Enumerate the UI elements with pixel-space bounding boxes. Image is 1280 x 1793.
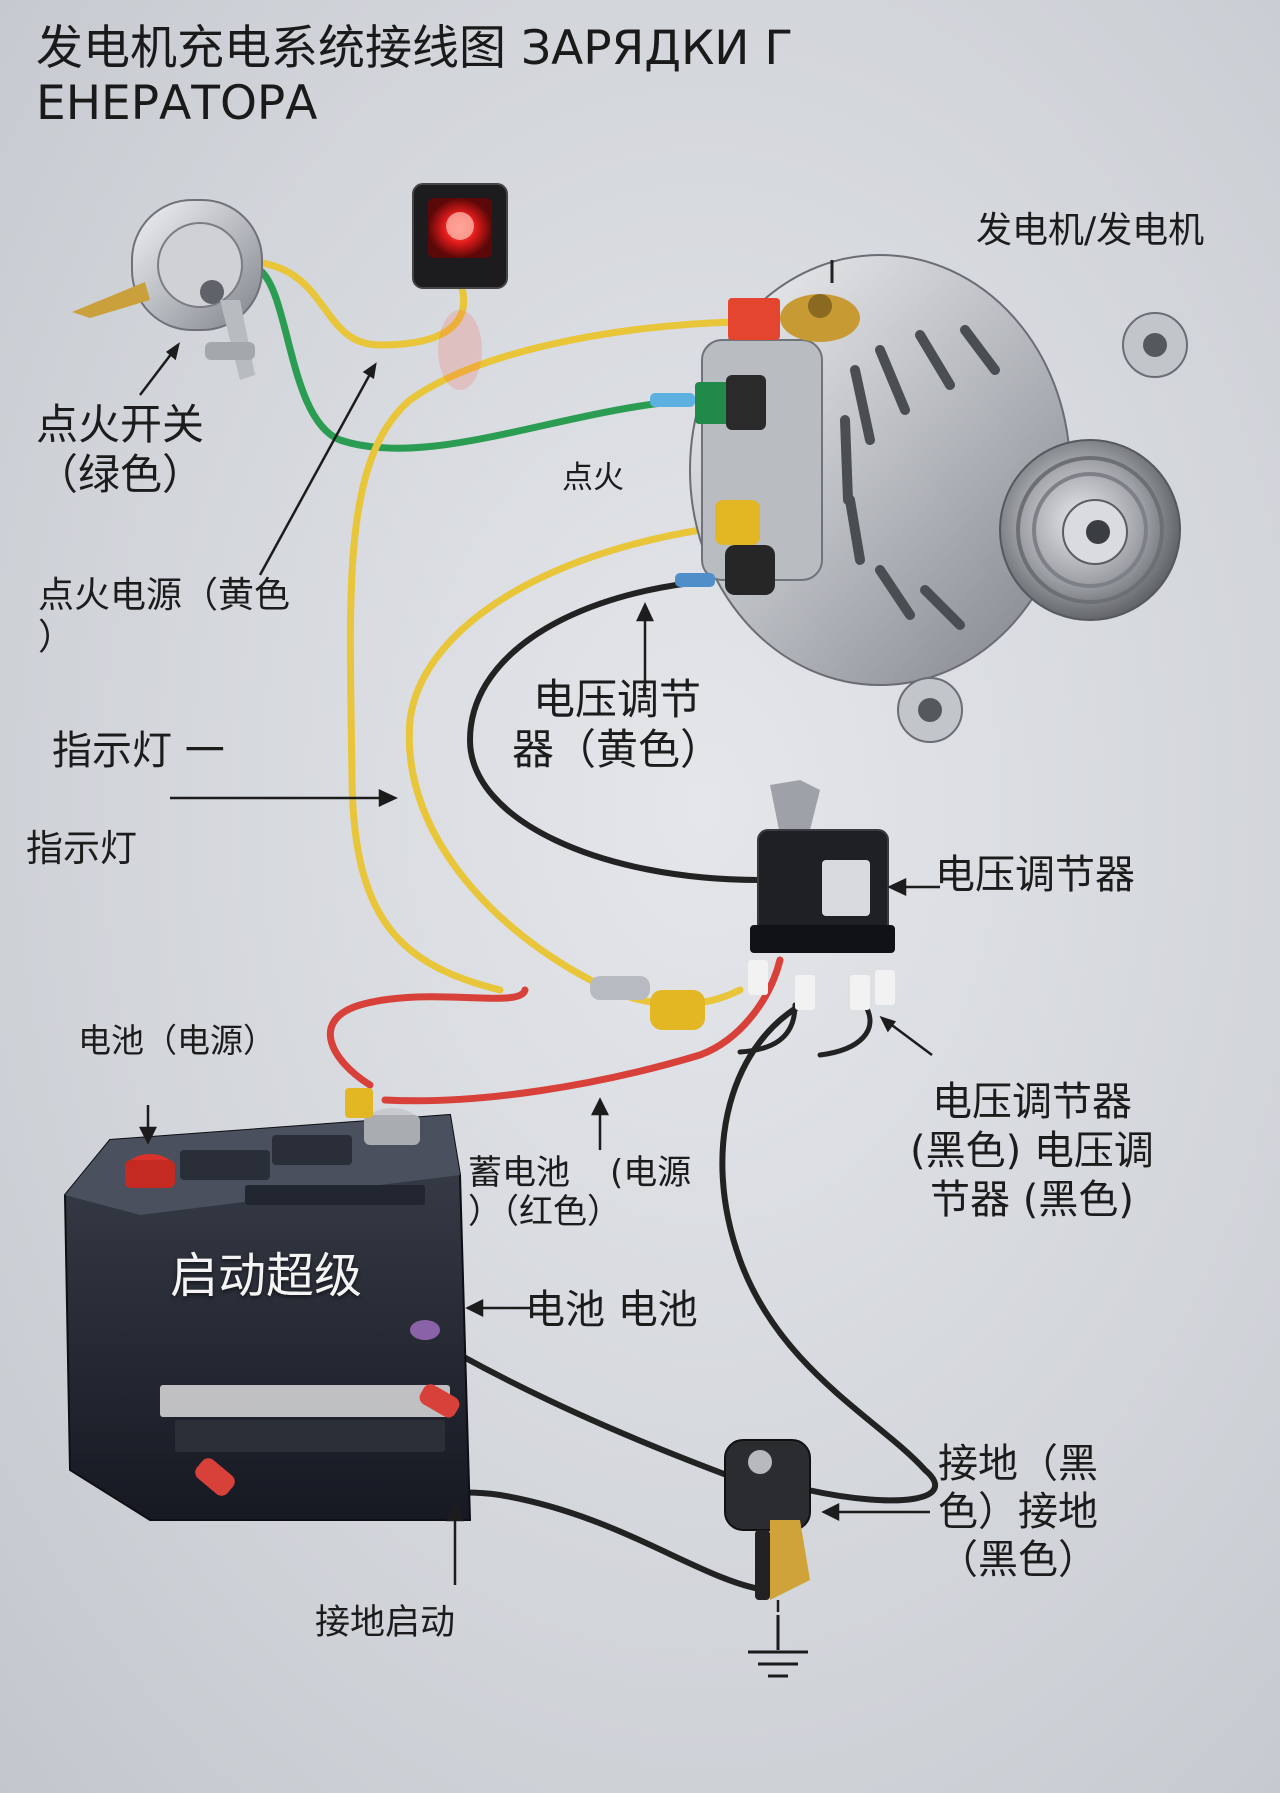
label-indicator-1: 指示灯 一 [52,728,225,774]
battery-brand: 启动超级 [170,1248,363,1304]
label-ground-black: 接地（黑 色）接地 （黑色） [938,1441,1098,1583]
label-regulator-black: 电压调节器 (黑色) 电压调 节器 (黑色) [910,1079,1154,1223]
page-title: 发电机充电系统接线图 ЗАРЯДКИ Г ЕНЕРАТОРА [36,21,794,131]
label-battery-red-b: (电源 [610,1153,692,1193]
label-battery-red-a: 蓄电池 [468,1153,570,1193]
label-regulator: 电压调节器 [935,852,1135,898]
wire-black-regulator [466,580,763,883]
ignition-switch [72,199,263,380]
wire-yellow-regulator [405,526,744,1008]
pointer-arrows [138,342,940,1612]
b-plus-terminal [728,298,780,340]
wire-black-ground [719,997,939,1504]
label-battery-power: 电池（电源） [78,1021,276,1060]
label-ignition-power: 点火电源（黄色 ） [38,575,291,659]
wire-red-battery [327,956,784,1105]
wire-green-ignition [258,268,694,452]
wire-black-battery-neg [457,1352,743,1483]
voltage-regulator [590,780,895,1030]
label-battery-battery: 电池 电池 [525,1287,698,1333]
wire-yellow-ignition-lamp [251,258,468,349]
label-regulator-yellow: 电压调节 器（黄色） [512,675,723,774]
black-connector [725,545,775,595]
alternator [650,254,1188,743]
ground-symbol-icon [748,1615,808,1678]
label-battery-red-c: ）（红色） [468,1192,621,1232]
battery [63,1088,472,1521]
wires [227,258,939,1593]
yellow-connector [715,500,760,545]
label-ignition: 点火 [562,460,624,496]
label-alternator: 发电机/发电机 [976,210,1205,251]
label-ground-start: 接地启动 [315,1603,456,1643]
wire-black-regulator-leads [737,1002,873,1058]
ground-lug [724,1439,811,1600]
key-icon [72,282,150,318]
label-ignition-switch: 点火开关 （绿色） [36,400,205,499]
indicator-lamp [412,183,508,390]
green-connector [695,382,733,424]
wire-yellow-main [346,318,739,994]
label-indicator-2: 指示灯 [26,827,137,870]
